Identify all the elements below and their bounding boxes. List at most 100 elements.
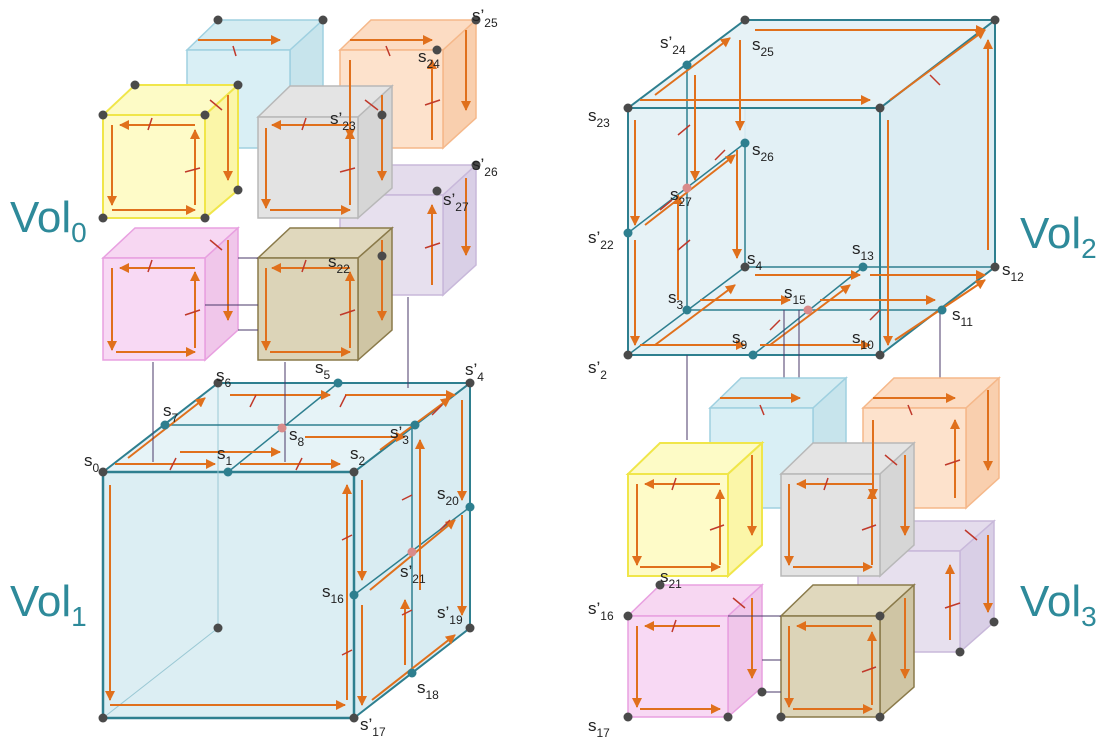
vertex-label-sub: 9 (741, 338, 748, 352)
vol1-hidden-edge (102, 627, 219, 719)
vertex-dot (333, 378, 343, 388)
vertex-label-main: s (437, 484, 446, 503)
vertex-label-main: s (852, 239, 861, 258)
vertex-label-main: s (322, 582, 331, 601)
vertex-label-main: s’ (660, 33, 672, 52)
vol0-ticks (147, 45, 441, 316)
vertex-label-main: s’ (588, 228, 600, 247)
vertex-label-r-s22p: s’22 (588, 228, 614, 252)
vol0-text: Vol (10, 193, 72, 242)
vertex-label-sub: 16 (600, 609, 614, 623)
vertex-label-sub: 18 (426, 688, 440, 702)
vertex-label-s24: s24 (418, 47, 440, 71)
vol2-big-cube (625, 17, 998, 358)
vertex-dot (776, 712, 786, 722)
vertex-dot (213, 623, 223, 633)
vertex-label-main: s (163, 401, 172, 420)
vertex-dot (740, 138, 750, 148)
vertex-dot (200, 110, 210, 120)
vertex-dot (349, 713, 359, 723)
vertex-dot (377, 110, 387, 120)
vertex-label-sub: 24 (427, 57, 441, 71)
vertex-label-r-s11: s11 (952, 305, 973, 329)
vertex-label-r-s24p: s’24 (660, 33, 686, 57)
vol3-label: Vol3 (1020, 577, 1097, 633)
vertex-dot (465, 623, 475, 633)
vertex-label-main: s (417, 678, 426, 697)
vertex-label-sub: 26 (761, 150, 775, 164)
vertex-label-r-s23: s23 (588, 106, 610, 130)
vertex-dot (160, 420, 170, 430)
vertex-label-main: s (1002, 260, 1011, 279)
vertex-label-sub: 0 (93, 461, 100, 475)
vertex-label-s20: s20 (437, 484, 459, 508)
vertex-dot (407, 547, 417, 557)
vertex-label-r-s3: s3 (668, 288, 684, 312)
vertex-label-sub: 24 (672, 43, 686, 57)
vol0-arrows (107, 30, 471, 357)
vol0-cube-yellow (100, 82, 241, 221)
vertex-label-s17p: s’17 (360, 715, 386, 739)
vertex-label-s6: s6 (216, 366, 232, 390)
vertex-dot (623, 350, 633, 360)
vertex-label-main: s (670, 185, 679, 204)
vertex-label-s26p: s’26 (472, 155, 498, 179)
vertex-label-sub: 17 (372, 725, 386, 739)
vertex-dot (130, 80, 140, 90)
vertex-dot (98, 713, 108, 723)
vertex-label-main: s’ (390, 423, 402, 442)
vol2-text: Vol (1020, 209, 1082, 258)
vertex-dot (223, 467, 233, 477)
vertex-dot (277, 423, 287, 433)
vertex-dot (465, 502, 475, 512)
vertex-label-r-s15: s15 (784, 283, 806, 307)
vol1-label: Vol1 (10, 577, 87, 633)
vertex-dot (723, 712, 733, 722)
vertex-label-sub: 22 (600, 238, 614, 252)
vertex-label-sub: 5 (324, 368, 331, 382)
vertex-dot (748, 350, 758, 360)
vertex-label-main: s (752, 140, 761, 159)
vol0-cube-gray (256, 84, 394, 220)
vertex-dot (757, 687, 767, 697)
vertex-label-main: s (668, 288, 677, 307)
vol0-label: Vol0 (10, 193, 87, 249)
vertex-label-main: s’ (588, 358, 600, 377)
vertex-dot (213, 15, 223, 25)
vertex-dot (989, 617, 999, 627)
vol3-cube-yellow (625, 440, 765, 579)
vertex-dot (740, 262, 750, 272)
vertex-label-sub: 15 (793, 293, 807, 307)
vertex-label-main: s’ (472, 155, 484, 174)
vertex-label-sub: 16 (331, 592, 345, 606)
vertex-dot (432, 186, 442, 196)
vertex-label-main: s (216, 366, 225, 385)
vertex-dot (465, 378, 475, 388)
vertex-dot (471, 15, 481, 25)
vol1-front-face (101, 470, 356, 720)
vertex-label-main: s’ (465, 360, 477, 379)
vertex-label-s0: s0 (84, 451, 100, 475)
vertex-label-sub: 22 (337, 262, 351, 276)
vertex-label-main: s’ (400, 562, 412, 581)
vertex-dot (213, 378, 223, 388)
vertex-label-main: s (852, 328, 861, 347)
vertex-dot (803, 305, 813, 315)
vertex-label-sub: 13 (861, 249, 875, 263)
vol2-sub: 2 (1081, 232, 1097, 264)
vertex-label-s5: s5 (315, 358, 331, 382)
vertex-label-main: s (660, 567, 669, 586)
vertex-label-r-s16p: s’16 (588, 599, 614, 623)
vertex-label-sub: 25 (484, 16, 498, 30)
vertex-label-main: s’ (588, 599, 600, 618)
vertex-label-sub: 12 (1011, 270, 1025, 284)
vertex-dot (318, 15, 328, 25)
vertex-label-sub: 2 (600, 368, 607, 382)
vol2-ticks (659, 74, 941, 331)
vertex-label-r-s26: s26 (752, 140, 774, 164)
vertex-label-s4p: s’4 (465, 360, 484, 384)
vol0-cube-pink (101, 226, 240, 362)
vertex-dot (98, 213, 108, 223)
vol0-sub: 0 (71, 216, 87, 248)
vertex-label-main: s’ (443, 190, 455, 209)
